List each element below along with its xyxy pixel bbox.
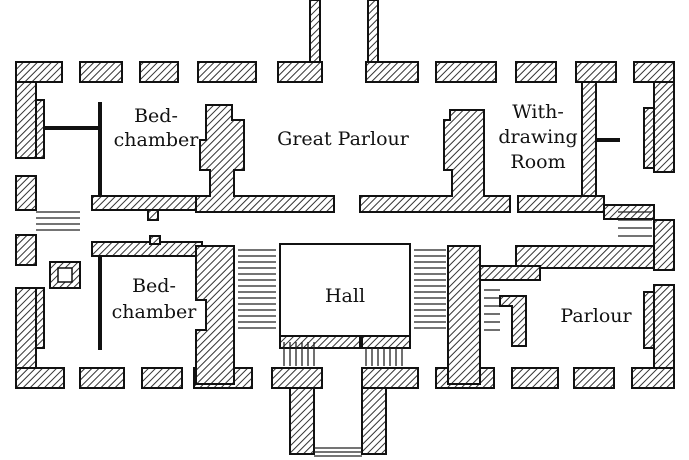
label-parlour: Parlour xyxy=(560,305,632,327)
west-stairs xyxy=(238,249,315,366)
east-outer-wall xyxy=(643,81,675,369)
bedchamber-parlour-chimney xyxy=(195,104,335,213)
label-withdrawing-room: With- drawing Room xyxy=(498,101,577,173)
withdrawing-room-line2: drawing xyxy=(498,126,577,148)
bedchamber-south-line1: Bed- xyxy=(132,275,176,297)
bedchamber-north-line2: chamber xyxy=(114,129,200,151)
north-outer-wall xyxy=(15,61,675,83)
hall-enclosure xyxy=(279,243,411,349)
north-bedchamber-walls xyxy=(44,102,203,221)
withdrawing-room-line3: Room xyxy=(510,151,565,173)
label-hall: Hall xyxy=(325,285,365,307)
parlour-closet xyxy=(499,295,527,347)
south-outer-wall xyxy=(15,367,675,389)
great-parlour-east-chimney xyxy=(359,109,511,213)
north-porch xyxy=(309,0,379,67)
bedchamber-south-line2: chamber xyxy=(112,301,198,323)
label-great-parlour: Great Parlour xyxy=(277,128,410,150)
central-walls xyxy=(91,204,655,385)
withdrawing-room-walls xyxy=(517,81,620,213)
label-bedchamber-south: Bed- chamber xyxy=(112,275,198,323)
withdrawing-room-line1: With- xyxy=(512,101,564,123)
west-outer-wall xyxy=(15,81,45,369)
east-stairs xyxy=(365,249,500,366)
south-porch xyxy=(289,387,387,457)
side-stairs xyxy=(36,211,652,237)
label-bedchamber-north: Bed- chamber xyxy=(114,105,200,151)
west-stair-newel xyxy=(49,261,81,289)
bedchamber-north-line1: Bed- xyxy=(134,105,178,127)
